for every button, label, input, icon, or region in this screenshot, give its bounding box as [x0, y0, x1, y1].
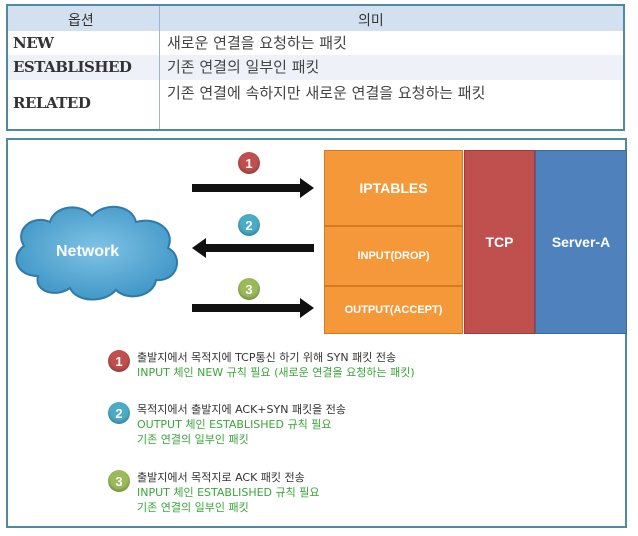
table-row: RELATED 기존 연결에 속하지만 새로운 연결을 요청하는 패킷: [8, 80, 623, 129]
legend-text: INPUT 체인 NEW 규칙 필요 (새로운 연결을 요청하는 패킷): [137, 366, 415, 379]
meaning-cell: 기존 연결에 속하지만 새로운 연결을 요청하는 패킷: [167, 84, 486, 102]
iptables-diagram: Network 1 2 3 IPTABLES INPUT(DROP) OUTPU…: [6, 138, 627, 528]
header-option: 옵션: [68, 13, 94, 29]
server-box: Server-A: [535, 150, 627, 334]
legend-text: 기존 연결의 일부인 패킷: [137, 501, 249, 514]
option-cell: NEW: [13, 34, 54, 52]
legend-text: INPUT 체인 ESTABLISHED 규칙 필요: [137, 486, 320, 499]
legend-text: 목적지에서 출발지에 ACK+SYN 패킷을 전송: [137, 403, 347, 416]
step-2-icon: 2: [108, 402, 130, 424]
option-cell: ESTABLISHED: [13, 58, 132, 76]
legend-text: OUTPUT 체인 ESTABLISHED 규칙 필요: [137, 418, 332, 431]
legend-text: 출발지에서 목적지에 TCP통신 하기 위해 SYN 패킷 전송: [137, 351, 397, 364]
table-header-row: 옵션 의미: [8, 6, 623, 32]
arrow-right-1: [192, 178, 314, 198]
step-1-icon: 1: [108, 350, 130, 372]
input-chain-box: INPUT(DROP): [324, 226, 463, 286]
legend-text: 기존 연결의 일부인 패킷: [137, 433, 249, 446]
iptables-box: IPTABLES: [324, 150, 463, 226]
arrow-right-3: [192, 298, 314, 318]
meaning-cell: 새로운 연결을 요청하는 패킷: [167, 34, 347, 52]
option-cell: RELATED: [13, 94, 91, 112]
marker-3: 3: [238, 278, 260, 300]
options-table: 옵션 의미 NEW 새로운 연결을 요청하는 패킷 ESTABLISHED 기존…: [6, 4, 625, 131]
table-row: ESTABLISHED 기존 연결의 일부인 패킷: [8, 55, 623, 81]
column-divider: [159, 6, 160, 129]
arrow-left-2: [192, 238, 314, 258]
tcp-box: TCP: [464, 150, 535, 334]
marker-2: 2: [238, 214, 260, 236]
output-chain-box: OUTPUT(ACCEPT): [324, 286, 463, 334]
marker-1: 1: [238, 152, 260, 174]
header-meaning: 의미: [358, 13, 384, 29]
meaning-cell: 기존 연결의 일부인 패킷: [167, 58, 320, 76]
network-cloud-icon: [15, 205, 178, 301]
table-row: NEW 새로운 연결을 요청하는 패킷: [8, 31, 623, 56]
step-3-icon: 3: [108, 470, 130, 492]
network-label: Network: [56, 243, 120, 260]
legend-text: 출발지에서 목적지로 ACK 패킷 전송: [137, 471, 305, 484]
